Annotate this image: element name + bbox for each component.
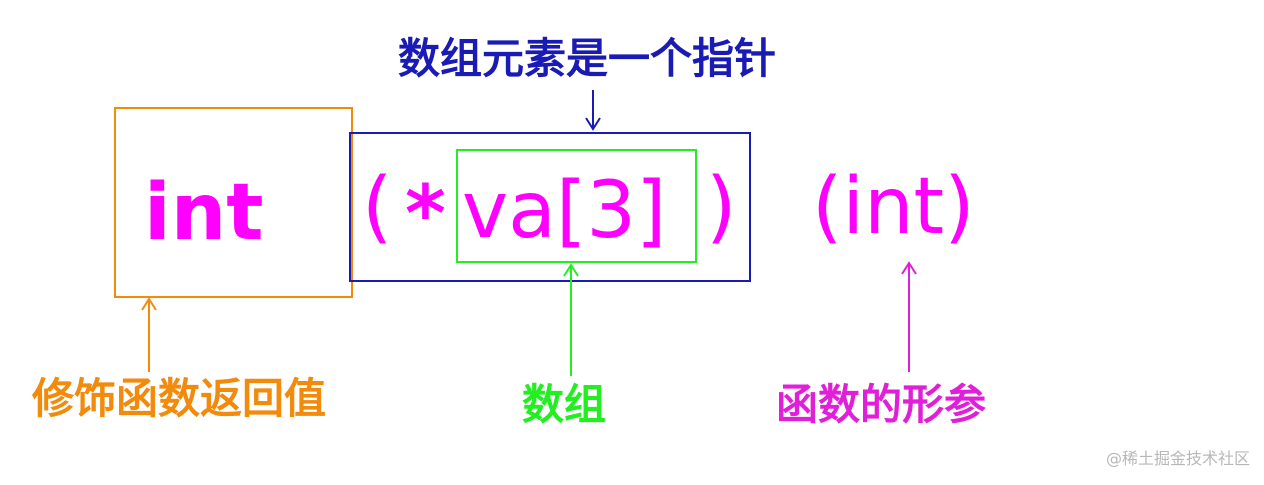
code-close-paren: ) <box>706 162 737 252</box>
arrow-array <box>563 263 579 376</box>
code-array: va[3] <box>462 166 667 256</box>
watermark: @稀土掘金技术社区 <box>1105 449 1250 468</box>
code-pointer-star: * <box>405 170 446 260</box>
code-return-type: int <box>144 168 264 258</box>
label-param: 函数的形参 <box>776 380 987 429</box>
array-box <box>456 149 697 263</box>
return-type-box <box>114 107 353 298</box>
arrow-element-pointer <box>585 90 601 131</box>
label-element-is-pointer: 数组元素是一个指针 <box>398 34 777 83</box>
pointer-array-box <box>349 132 751 282</box>
code-open-paren: ( <box>362 162 393 252</box>
code-params: (int) <box>812 162 975 252</box>
label-return-modifier: 修饰函数返回值 <box>32 374 327 423</box>
label-array: 数组 <box>522 380 607 429</box>
arrow-return-modifier <box>141 297 157 372</box>
arrow-param <box>901 261 917 372</box>
